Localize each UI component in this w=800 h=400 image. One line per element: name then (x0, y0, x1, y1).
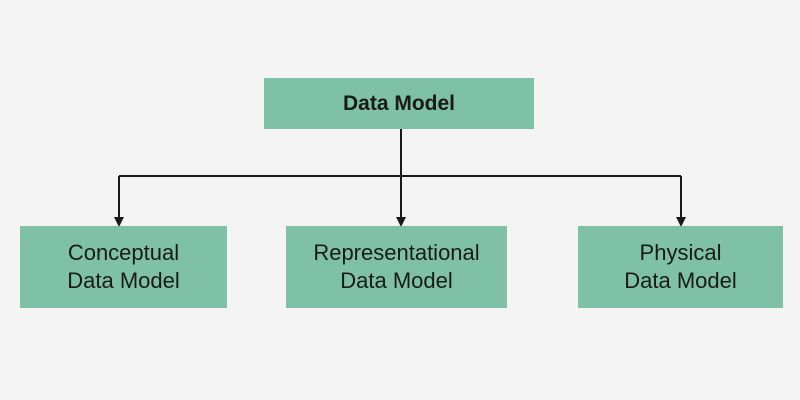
node-conceptual-line1: Conceptual (67, 240, 180, 265)
node-representational-line2: Data Model (340, 268, 453, 293)
node-representational-data-model: Representational Data Model (286, 226, 507, 308)
root-node-label: Data Model (342, 91, 455, 115)
node-conceptual-line2: Data Model (67, 268, 180, 293)
node-physical-data-model: Physical Data Model (578, 226, 783, 308)
node-conceptual-data-model: Conceptual Data Model (20, 226, 227, 308)
node-physical-line2: Data Model (624, 268, 737, 293)
node-conceptual-label: Conceptual Data Model (67, 239, 180, 295)
node-physical-line1: Physical (639, 240, 722, 265)
root-node-data-model: Data Model (264, 78, 534, 129)
node-physical-label: Physical Data Model (624, 239, 737, 295)
node-representational-line1: Representational (313, 240, 480, 265)
node-representational-label: Representational Data Model (313, 239, 479, 295)
